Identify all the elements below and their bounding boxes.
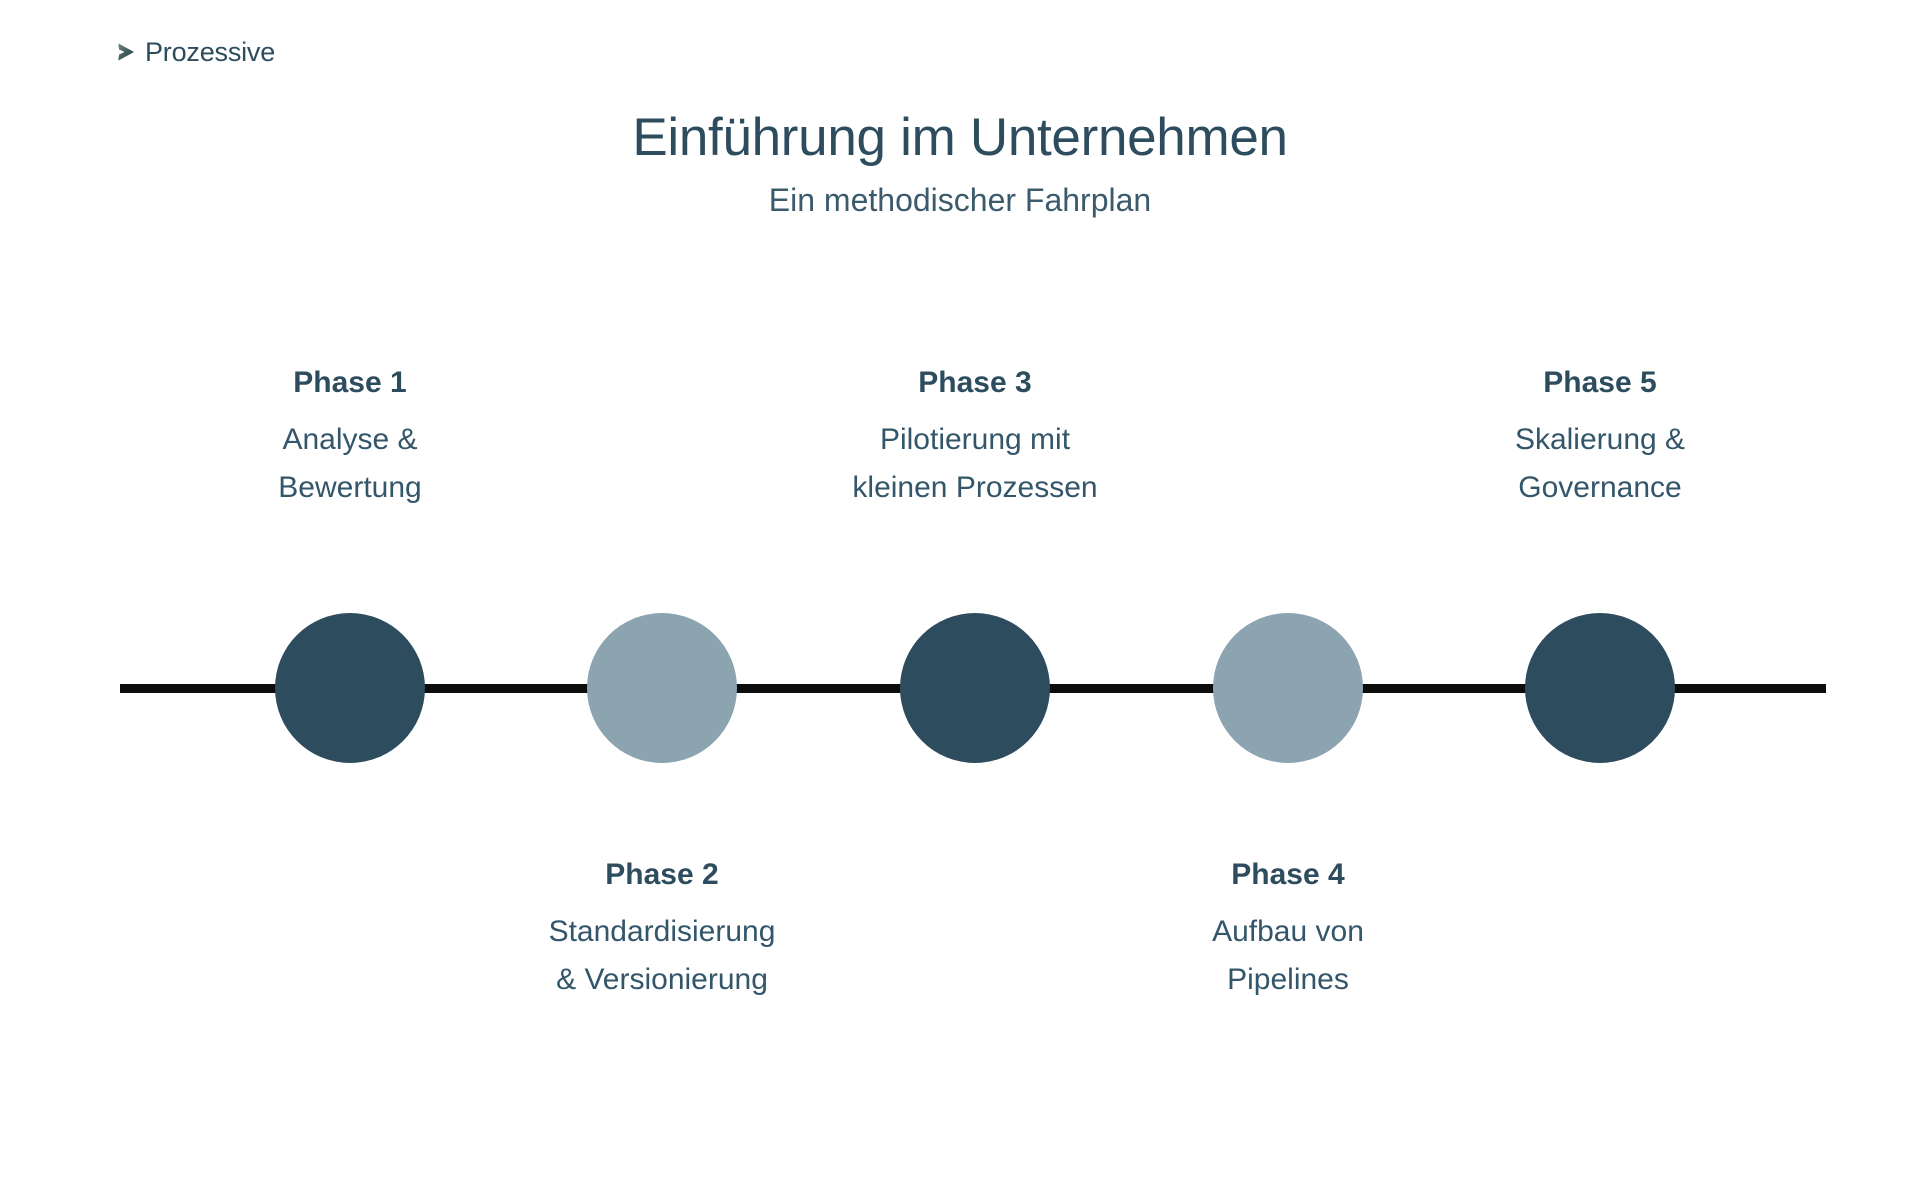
phase-label-4: Phase 4 Aufbau von Pipelines [1123, 860, 1453, 1004]
header-block: Einführung im Unternehmen Ein methodisch… [0, 108, 1920, 220]
phase-node-4[interactable] [1213, 613, 1363, 763]
page-title: Einführung im Unternehmen [632, 108, 1288, 167]
phase-title-2: Phase 2 [605, 858, 719, 891]
phase-desc-5-line1: Skalierung & [1514, 423, 1686, 456]
phase-desc-3-line1: Pilotierung mit [879, 423, 1071, 456]
phase-desc-5-line2: Governance [1518, 471, 1682, 504]
phase-node-1[interactable] [275, 613, 425, 763]
phase-desc-3-line2: kleinen Prozessen [852, 471, 1098, 504]
phase-desc-4-line1: Aufbau von [1212, 915, 1364, 948]
phase-desc-2-line2: & Versionierung [556, 963, 768, 996]
brand-logo[interactable]: Prozessive [113, 36, 275, 68]
phase-label-3: Phase 3 Pilotierung mit kleinen Prozesse… [810, 368, 1140, 512]
phase-label-2: Phase 2 Standardisierung & Versionierung [497, 860, 827, 1004]
phase-label-1: Phase 1 Analyse & Bewertung [185, 368, 515, 512]
phase-node-3[interactable] [900, 613, 1050, 763]
brand-name: Prozessive [145, 36, 276, 67]
phase-title-5: Phase 5 [1543, 366, 1657, 399]
chevron-right-icon [118, 43, 134, 61]
phase-label-5: Phase 5 Skalierung & Governance [1435, 368, 1765, 512]
phase-desc-2-line1: Standardisierung [548, 915, 776, 948]
phase-title-3: Phase 3 [918, 366, 1032, 399]
page-subtitle: Ein methodischer Fahrplan [768, 182, 1152, 219]
phase-title-4: Phase 4 [1231, 858, 1345, 891]
phase-node-2[interactable] [587, 613, 737, 763]
phase-desc-1-line1: Analyse & [282, 423, 418, 456]
phase-node-5[interactable] [1525, 613, 1675, 763]
phase-title-1: Phase 1 [293, 366, 407, 399]
phase-desc-4-line2: Pipelines [1227, 963, 1349, 996]
phase-desc-1-line2: Bewertung [278, 471, 422, 504]
